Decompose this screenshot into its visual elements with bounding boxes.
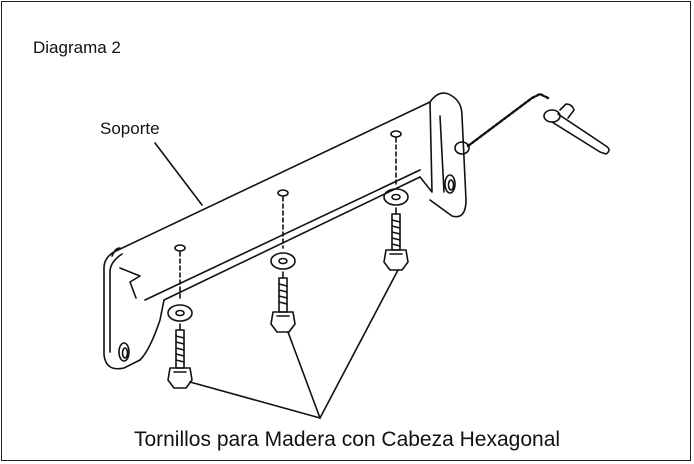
washers	[167, 188, 409, 322]
bracket-leader-line	[154, 142, 203, 206]
alignment-lines	[179, 137, 397, 301]
screws	[167, 207, 409, 389]
pin-with-chain	[454, 92, 610, 155]
diagram-title: Diagrama 2	[33, 38, 121, 57]
bracket-label: Soporte	[100, 119, 160, 138]
screws-leader-lines	[189, 269, 399, 419]
screws-label: Tornillos para Madera con Cabeza Hexagon…	[133, 428, 561, 451]
